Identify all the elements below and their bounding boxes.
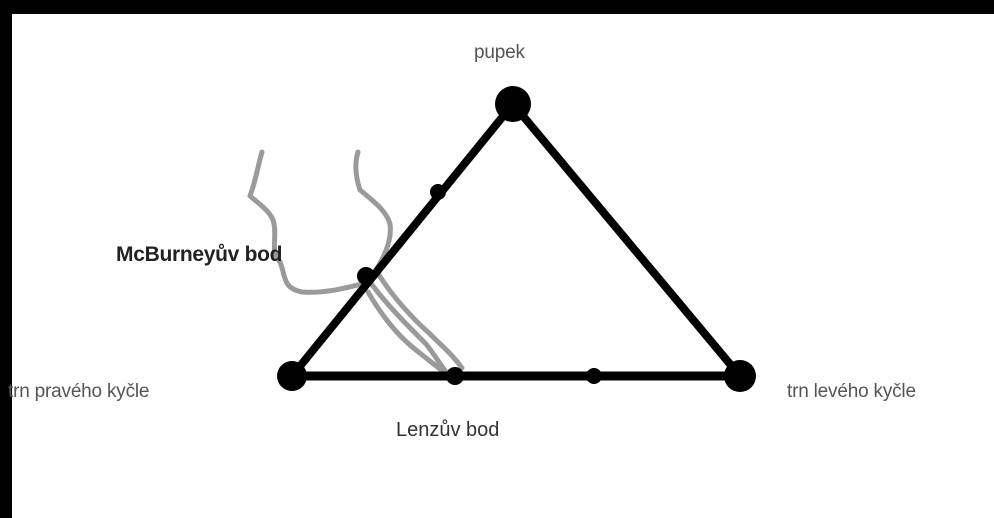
lenz-label: Lenzův bod [396,420,499,440]
upper-third-marker [430,184,446,200]
mcburney-label: McBurneyův bod [116,244,282,265]
line-navel-left-hip [513,104,740,376]
lenz-point [446,367,464,385]
right-hip-point [277,361,307,391]
navel-point [495,86,531,122]
appendix-inner-contour [368,292,444,372]
right-hip-label: trn pravého kyčle [8,382,149,401]
navel-label: pupek [474,43,525,62]
points [277,86,756,392]
left-hip-point [724,360,756,392]
left-third-marker [586,368,602,384]
mcburney-point [357,267,375,285]
reference-triangle [292,104,740,376]
left-hip-label: trn levého kyčle [787,382,916,401]
